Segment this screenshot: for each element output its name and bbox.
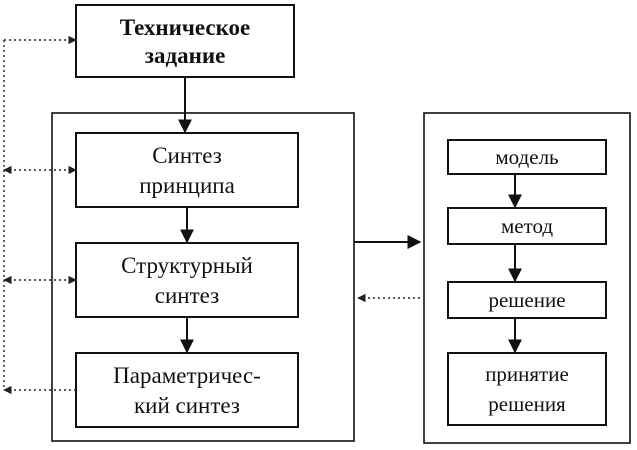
synthesis-container xyxy=(51,112,355,442)
structural-synthesis-line1: Структурный xyxy=(121,253,253,278)
synthesis-stage-2: Структурный синтез xyxy=(75,242,299,318)
principle-synthesis-line2: принципа xyxy=(139,173,235,198)
solution-step-1: модель xyxy=(447,139,607,175)
model-box xyxy=(447,139,607,175)
solution-label: решение xyxy=(488,288,565,312)
tz-box xyxy=(75,4,295,78)
solution-step-4: принятие решения xyxy=(447,352,607,426)
principle-synthesis-line1: Синтез xyxy=(152,143,222,168)
solution-step-2: метод xyxy=(447,207,607,245)
principle-synthesis-box xyxy=(75,132,299,208)
solution-box xyxy=(447,281,607,319)
solution-step-3: решение xyxy=(447,281,607,319)
tz-block: Техническое задание xyxy=(75,4,295,78)
decision-box xyxy=(447,352,607,426)
decision-label-line2: решения xyxy=(488,392,566,416)
model-label: модель xyxy=(495,145,558,169)
synthesis-stage-1: Синтез принципа xyxy=(75,132,299,208)
method-label: метод xyxy=(501,214,553,238)
synthesis-stage-3: Параметричес- кий синтез xyxy=(75,352,299,428)
parametric-synthesis-line2: кий синтез xyxy=(134,393,240,418)
solution-container xyxy=(423,112,631,444)
structural-synthesis-box xyxy=(75,242,299,318)
feedback-lines xyxy=(3,35,77,395)
tz-label-line1: Техническое xyxy=(120,15,251,40)
tz-label-line2: задание xyxy=(145,43,226,68)
parametric-synthesis-line1: Параметричес- xyxy=(113,363,261,388)
parametric-synthesis-box xyxy=(75,352,299,428)
method-box xyxy=(447,207,607,245)
decision-label-line1: принятие xyxy=(485,362,569,386)
structural-synthesis-line2: синтез xyxy=(155,283,219,308)
